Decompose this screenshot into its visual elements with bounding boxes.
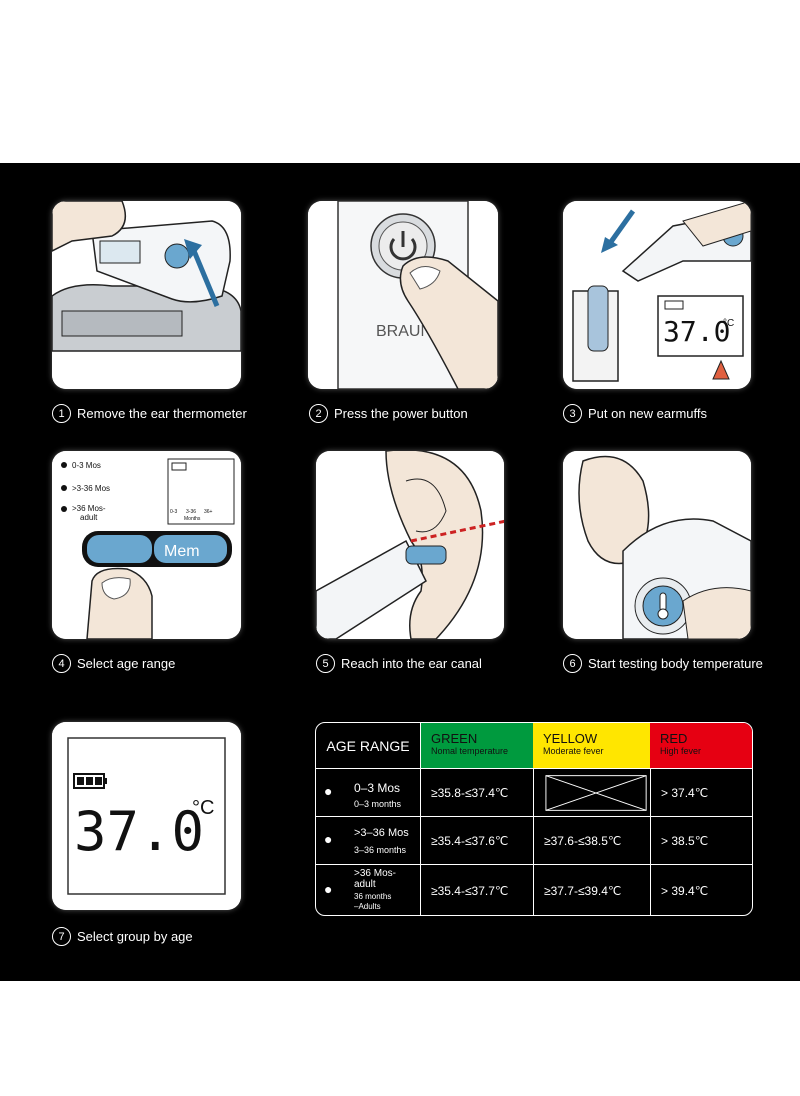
step7-display: 37.0 °C bbox=[52, 722, 241, 910]
lcd-display-image: 37.0 °C bbox=[52, 722, 241, 910]
age-option-1: 0-3 Mos bbox=[72, 461, 101, 470]
step4-illustration: 0-3 Mos >3-36 Mos >36 Mos- adult 0-3 3-3… bbox=[52, 451, 241, 639]
green-cell: ≥35.4-≤37.7℃ bbox=[431, 883, 509, 898]
red-header: RED High fever bbox=[650, 723, 752, 768]
green-header: GREEN Nomal temperature bbox=[421, 723, 533, 768]
step-number: 4 bbox=[52, 654, 71, 673]
step-label: Select group by age bbox=[77, 929, 193, 944]
toddler-icon bbox=[61, 485, 67, 491]
earmuffs-image: 37.0 °C bbox=[563, 201, 751, 389]
step-label: Put on new earmuffs bbox=[588, 406, 707, 421]
age-cell: ● >3–36 Mos 3–36 months bbox=[316, 817, 421, 865]
yellow-cell: ≥37.6-≤38.5℃ bbox=[533, 817, 650, 865]
table-row: ● >3–36 Mos 3–36 months ≥35.4-≤37.6℃ ≥37… bbox=[316, 816, 752, 865]
green-subtitle: Nomal temperature bbox=[431, 746, 509, 756]
step-label: Press the power button bbox=[334, 406, 468, 421]
age-sublabel-2: –Adults bbox=[354, 902, 381, 911]
remove-thermometer-image bbox=[52, 201, 241, 389]
age-label-2: adult bbox=[354, 879, 376, 890]
age-cell: ● >36 Mos- adult 36 months –Adults bbox=[316, 865, 421, 915]
yellow-cell-empty bbox=[533, 769, 650, 817]
step-number: 2 bbox=[309, 404, 328, 423]
age-sublabel: 36 months bbox=[354, 892, 392, 901]
adult-icon: ● bbox=[324, 881, 333, 897]
age-cell: ● 0–3 Mos 0–3 months bbox=[316, 769, 421, 817]
step-number: 5 bbox=[316, 654, 335, 673]
step-number: 1 bbox=[52, 404, 71, 423]
start-testing-image bbox=[563, 451, 751, 639]
age-sublabel: 0–3 months bbox=[354, 799, 402, 809]
step-number: 3 bbox=[563, 404, 582, 423]
yellow-cell: ≥37.7-≤39.4℃ bbox=[533, 865, 650, 915]
table-row: ● 0–3 Mos 0–3 months ≥35.8-≤37.4℃ > 37.4… bbox=[316, 768, 752, 817]
red-cell: > 38.5℃ bbox=[650, 817, 752, 865]
age-range-header: AGE RANGE bbox=[316, 723, 421, 768]
lcd-unit: °C bbox=[723, 318, 734, 329]
step1-illustration bbox=[52, 201, 241, 389]
table-row: ● >36 Mos- adult 36 months –Adults ≥35.4… bbox=[316, 864, 752, 915]
age-option-3b: adult bbox=[80, 513, 98, 522]
step-label: Select age range bbox=[77, 656, 176, 671]
age-option-3: >36 Mos- bbox=[72, 504, 106, 513]
toddler-icon: ● bbox=[324, 831, 333, 847]
yellow-header: YELLOW Moderate fever bbox=[533, 723, 650, 768]
infant-icon bbox=[61, 462, 67, 468]
step5-illustration bbox=[316, 451, 504, 639]
step-6-caption: 6 Start testing body temperature bbox=[563, 654, 763, 673]
step-1-caption: 1 Remove the ear thermometer bbox=[52, 404, 247, 423]
red-subtitle: High fever bbox=[660, 746, 702, 756]
step-label: Reach into the ear canal bbox=[341, 656, 482, 671]
step-2-caption: 2 Press the power button bbox=[309, 404, 468, 423]
age-label: >36 Mos- bbox=[354, 868, 396, 879]
age-sublabel: 3–36 months bbox=[354, 845, 407, 855]
temperature-unit: °C bbox=[192, 797, 214, 819]
fever-range-table: AGE RANGE GREEN Nomal temperature YELLOW… bbox=[315, 722, 753, 916]
mem-button-label: Mem bbox=[164, 543, 200, 560]
step6-illustration bbox=[563, 451, 751, 639]
age-label: >3–36 Mos bbox=[354, 827, 409, 839]
yellow-title: YELLOW bbox=[543, 731, 598, 746]
age-option-2: >3-36 Mos bbox=[72, 484, 110, 493]
step-label: Start testing body temperature bbox=[588, 656, 763, 671]
step-label: Remove the ear thermometer bbox=[77, 406, 247, 421]
green-cell: ≥35.8-≤37.4℃ bbox=[431, 786, 509, 800]
power-button-image: BRAUN bbox=[308, 201, 498, 389]
step-number: 6 bbox=[563, 654, 582, 673]
yellow-subtitle: Moderate fever bbox=[543, 746, 604, 756]
step2-illustration: BRAUN bbox=[308, 201, 498, 389]
lcd-reading: 37.0 bbox=[663, 315, 730, 348]
mini-age-1: 0-3 bbox=[170, 509, 177, 515]
mini-age-2: 3-36 bbox=[186, 509, 196, 515]
ear-canal-image bbox=[316, 451, 504, 639]
step-3-caption: 3 Put on new earmuffs bbox=[563, 404, 707, 423]
red-cell: > 39.4℃ bbox=[650, 865, 752, 915]
step3-illustration: 37.0 °C bbox=[563, 201, 751, 389]
age-label: 0–3 Mos bbox=[354, 781, 401, 795]
green-title: GREEN bbox=[431, 731, 478, 746]
mini-age-3: 36+ bbox=[204, 509, 213, 515]
step-4-caption: 4 Select age range bbox=[52, 654, 175, 673]
step-number: 7 bbox=[52, 927, 71, 946]
mini-months: Months bbox=[184, 516, 201, 522]
temperature-reading: 37.0 bbox=[74, 800, 204, 863]
age-select-image: 0-3 Mos >3-36 Mos >36 Mos- adult 0-3 3-3… bbox=[52, 451, 241, 639]
not-applicable-cross bbox=[545, 775, 647, 811]
adult-icon bbox=[61, 506, 67, 512]
red-cell: > 37.4℃ bbox=[650, 769, 752, 817]
red-title: RED bbox=[660, 731, 688, 746]
step-5-caption: 5 Reach into the ear canal bbox=[316, 654, 482, 673]
infant-icon: ● bbox=[324, 783, 333, 799]
green-cell: ≥35.4-≤37.6℃ bbox=[431, 834, 509, 848]
brand-logo: BRAUN bbox=[376, 323, 432, 340]
step-7-caption: 7 Select group by age bbox=[52, 927, 193, 946]
